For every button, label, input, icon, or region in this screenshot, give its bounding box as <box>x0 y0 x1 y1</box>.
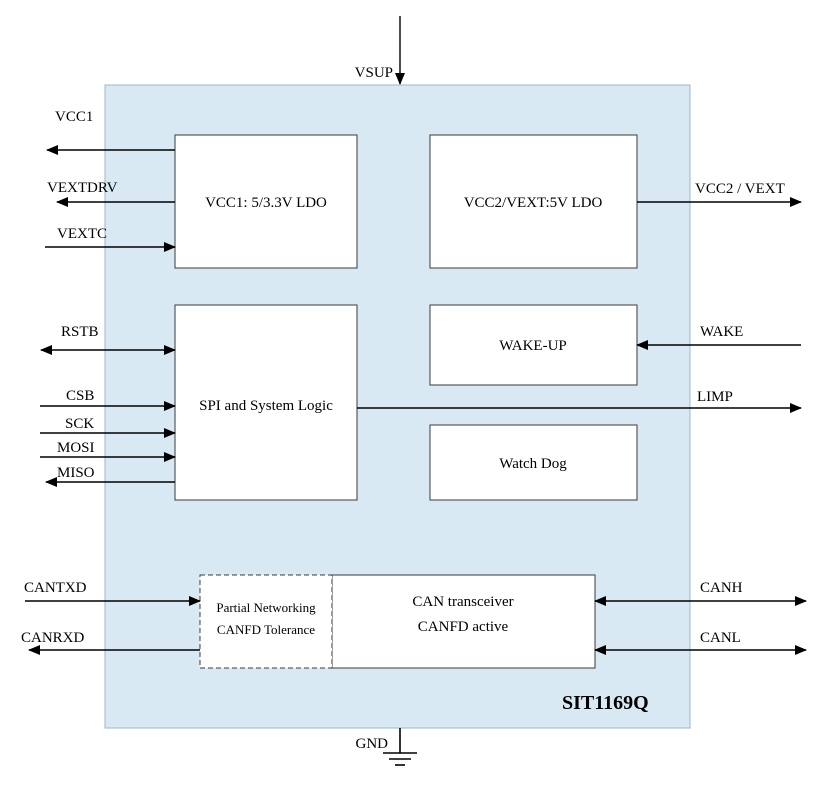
wake-up-label: WAKE-UP <box>499 338 567 354</box>
block-partial-networking <box>199 574 333 669</box>
wake-pin-label: WAKE <box>700 324 743 340</box>
vextc-pin-label: VEXTC <box>57 226 107 242</box>
miso-pin-label: MISO <box>57 465 95 481</box>
vsup-pin-label: VSUP <box>355 65 393 81</box>
vcc1-pin-label: VCC1 <box>55 109 93 125</box>
limp-pin-label: LIMP <box>697 389 733 405</box>
vcc1-ldo-label: VCC1: 5/3.3V LDO <box>205 195 327 211</box>
canrxd-pin-label: CANRXD <box>21 630 85 646</box>
gnd-pin-label: GND <box>356 736 389 752</box>
spi-system-logic-label: SPI and System Logic <box>199 398 333 414</box>
sck-pin-label: SCK <box>65 416 94 432</box>
can-transceiver-label-line1: CAN transceiver <box>412 594 513 610</box>
block-vcc2-vext-ldo <box>429 134 638 269</box>
can-transceiver-label-line2: CANFD active <box>418 619 509 635</box>
canh-pin-label: CANH <box>700 580 743 596</box>
vextdrv-pin-label: VEXTDRV <box>47 180 118 196</box>
vcc2-vext-ldo-label: VCC2/VEXT:5V LDO <box>464 195 603 211</box>
block-watch-dog <box>429 424 638 501</box>
csb-pin-label: CSB <box>66 388 94 404</box>
cantxd-pin-label: CANTXD <box>24 580 87 596</box>
block-spi-system-logic <box>174 304 358 501</box>
chip-part-number: SIT1169Q <box>562 692 649 714</box>
block-wake-up <box>429 304 638 386</box>
partial-networking-label-line2: CANFD Tolerance <box>217 622 315 637</box>
watch-dog-label: Watch Dog <box>499 456 567 472</box>
vcc2-vext-pin-label: VCC2 / VEXT <box>695 181 785 197</box>
canl-pin-label: CANL <box>700 630 741 646</box>
block-vcc1-ldo <box>174 134 358 269</box>
rstb-pin-label: RSTB <box>61 324 99 340</box>
block-can-transceiver <box>331 574 596 669</box>
partial-networking-label-line1: Partial Networking <box>216 600 316 615</box>
mosi-pin-label: MOSI <box>57 440 95 456</box>
